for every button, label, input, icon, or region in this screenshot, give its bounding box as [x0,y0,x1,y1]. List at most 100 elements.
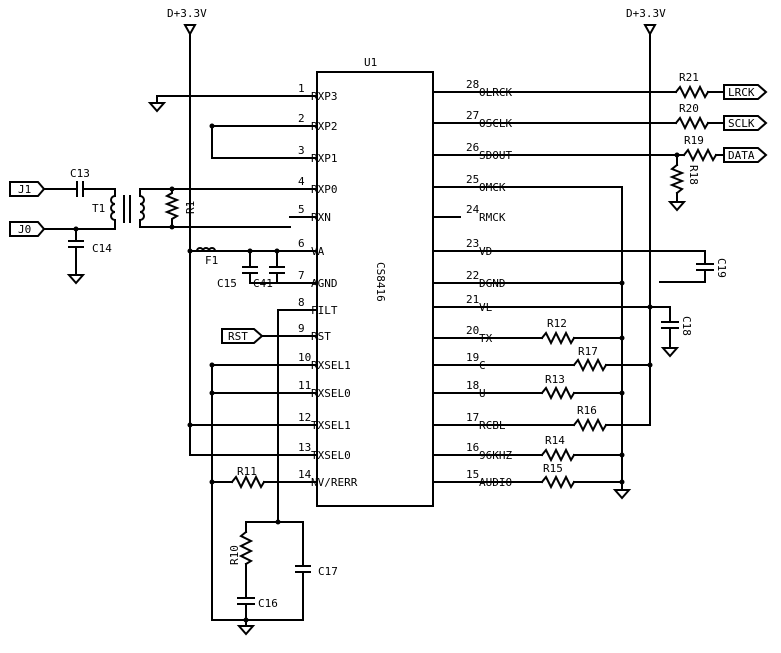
pin-label: NV/RERR [311,476,358,489]
pin-number: 28 [466,78,479,91]
pin-number: 13 [298,441,311,454]
pin-label: AGND [311,277,338,290]
r13-label: R13 [545,373,565,386]
pin-label: RXP2 [311,120,338,133]
pin-number: 25 [466,173,479,186]
c19-label: C19 [715,258,728,278]
right-power-rail: D+3.3V [626,7,666,426]
resistor-r12 [540,330,576,346]
port-lrck[interactable] [723,84,768,100]
pin-number: 15 [466,468,479,481]
r21-label: R21 [679,71,699,84]
left-pin-group: 1RXP32RXP23RXP14RXP05RXN6VA7AGND8FILT9RS… [289,82,358,489]
r12-label: R12 [547,317,567,330]
pin-number: 8 [298,296,305,309]
pin-label: RXP3 [311,90,338,103]
rail-label-left: D+3.3V [167,7,207,20]
pin-number: 18 [466,379,479,392]
resistor-r19 [682,147,718,163]
c16-label: C16 [258,597,278,610]
ground-icon [147,102,167,113]
port-rst[interactable] [221,328,264,344]
r14-label: R14 [545,434,565,447]
pin-number: 1 [298,82,305,95]
chip-u1: U1 CS8416 [316,56,434,507]
pin-label: VA [311,245,325,258]
j1-label: J1 [18,183,31,196]
pin-number: 17 [466,411,479,424]
r15-label: R15 [543,462,563,475]
pin-number: 7 [298,269,305,282]
pin-label: RXP0 [311,183,338,196]
ground-icon [660,347,680,358]
resistor-r21 [674,84,710,100]
resistor-r14 [540,447,576,463]
rail-label-right: D+3.3V [626,7,666,20]
pin-number: 4 [298,175,305,188]
pin-number: 12 [298,411,311,424]
c17-label: C17 [318,565,338,578]
pin-number: 21 [466,293,479,306]
c18-label: C18 [680,316,693,336]
r19-label: R19 [684,134,704,147]
pin-number: 11 [298,379,311,392]
pin-label: RXSEL1 [311,359,351,372]
c15-label: C15 [217,277,237,290]
ground-icon [66,274,86,285]
left-power-rail: D+3.3V [167,7,207,456]
pin-number: 27 [466,109,479,122]
lrck-label: LRCK [728,86,755,99]
r17-label: R17 [578,345,598,358]
pin-number: 2 [298,112,305,125]
pin-number: 6 [298,237,305,250]
pin-number: 23 [466,237,479,250]
port-j1[interactable] [9,181,46,197]
pin-label: RXSEL0 [311,387,351,400]
t1-label: T1 [92,202,105,215]
r16-label: R16 [577,404,597,417]
data-label: DATA [728,149,755,162]
j0-label: J0 [18,223,31,236]
resistor-r11 [230,474,266,490]
rst-port-label: RST [228,330,248,343]
resistor-r18 [669,163,685,195]
chip-ref: U1 [364,56,377,69]
r18-label: R18 [687,165,700,185]
r10-label: R10 [228,545,241,565]
pin-number: 10 [298,351,311,364]
pin-number: 22 [466,269,479,282]
chip-body [316,71,434,507]
resistor-r20 [674,115,710,131]
pin-label: RMCK [479,211,506,224]
c13-label: C13 [70,167,90,180]
pin-number: 14 [298,468,312,481]
c14-label: C14 [92,242,112,255]
transformer-t1: T1 [92,188,145,228]
pin-number: 5 [298,203,305,216]
ground-icon [236,625,256,636]
resistor-r10 [238,530,254,566]
resistor-r15 [540,474,576,490]
port-j0[interactable] [9,221,46,237]
r1-label: R1 [184,201,197,214]
resistor-r13 [540,385,576,401]
pin-label: RXP1 [311,152,338,165]
pin-number: 3 [298,144,305,157]
f1-label: F1 [205,254,218,267]
pin-label: TXSEL1 [311,419,351,432]
inductor-f1 [195,247,217,253]
ground-icon [612,489,632,500]
pin-label: RST [311,330,331,343]
power-arrow-icon [643,24,657,37]
pin-number: 24 [466,203,480,216]
port-data[interactable] [723,147,768,163]
pin-number: 19 [466,351,479,364]
port-sclk[interactable] [723,115,768,131]
r20-label: R20 [679,102,699,115]
c41-label: C41 [253,277,273,290]
resistor-r17 [572,357,608,373]
pin-number: 9 [298,322,305,335]
pin-number: 20 [466,324,479,337]
